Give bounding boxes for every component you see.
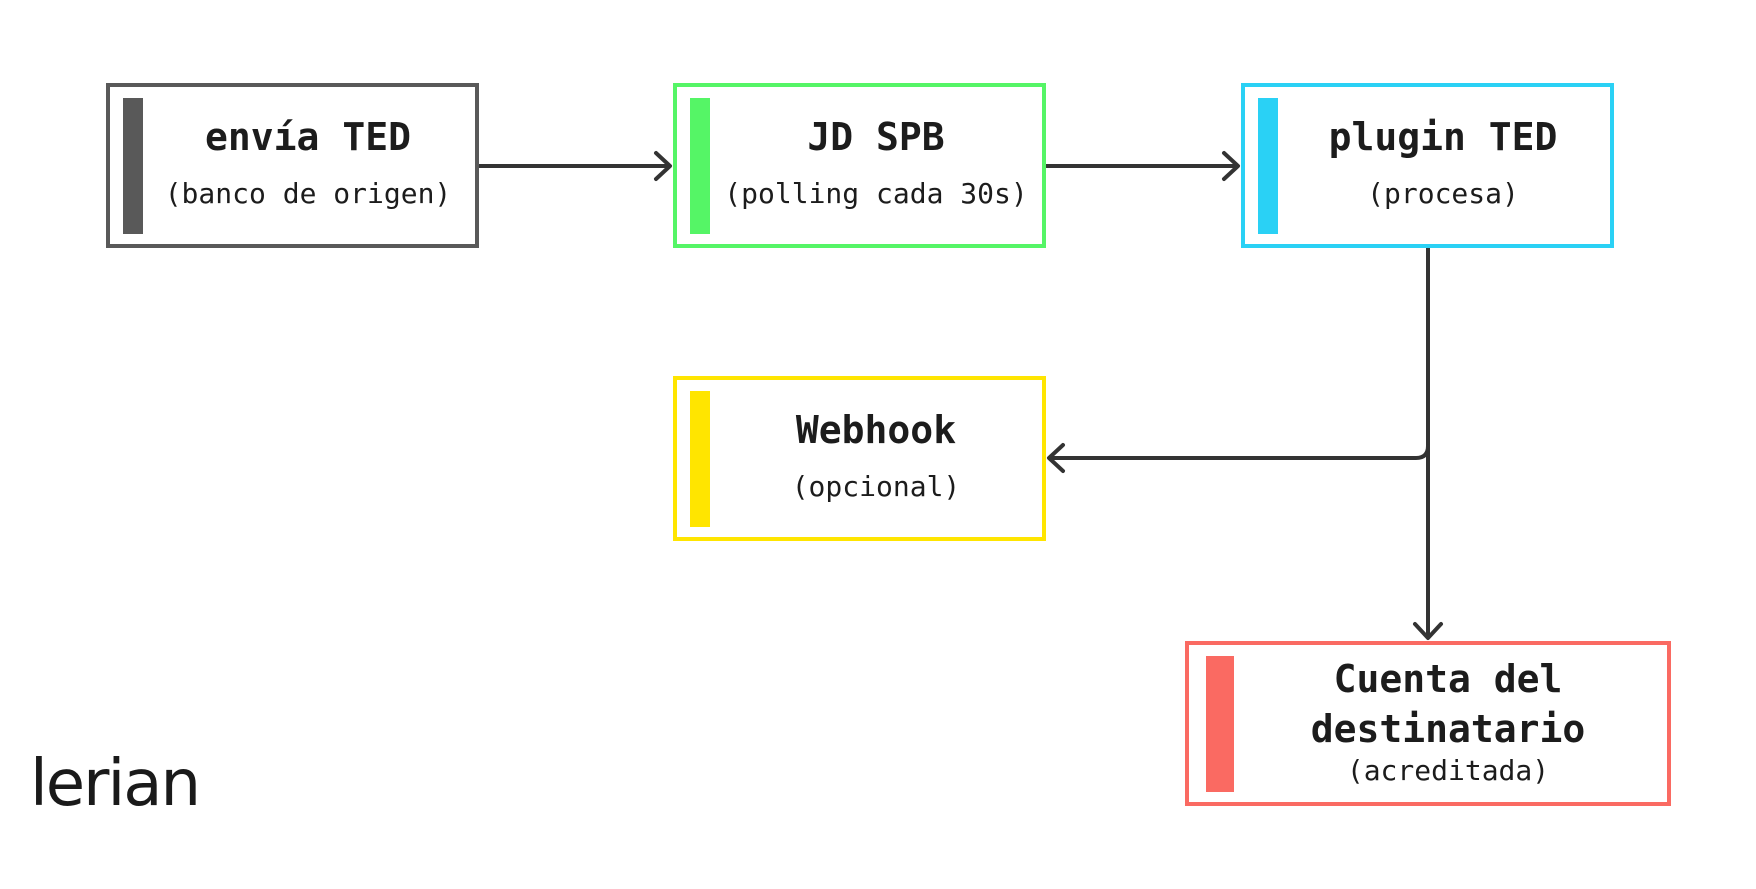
- node-webhook-accent-bar: [690, 391, 710, 527]
- node-jd-spb-border: [673, 83, 1046, 248]
- node-cuenta-title-line2: destinatario: [1311, 707, 1586, 751]
- node-cuenta-title-line1: Cuenta del: [1334, 657, 1563, 701]
- node-webhook-border: [673, 376, 1046, 541]
- node-plugin-ted-accent-bar: [1258, 98, 1278, 234]
- node-cuenta-destinatario: Cuenta del destinatario (acreditada): [1185, 641, 1671, 806]
- node-envia-ted-border: [106, 83, 479, 248]
- node-envia-ted: envía TED (banco de origen): [106, 83, 479, 248]
- node-plugin-ted-subtitle: (procesa): [1367, 177, 1519, 210]
- node-jd-spb: JD SPB (polling cada 30s): [673, 83, 1046, 248]
- node-jd-spb-accent-bar: [690, 98, 710, 234]
- node-webhook-subtitle: (opcional): [792, 470, 961, 503]
- node-envia-ted-accent-bar: [123, 98, 143, 234]
- node-webhook-title: Webhook: [796, 408, 956, 452]
- node-plugin-ted: plugin TED (procesa): [1241, 83, 1614, 248]
- node-webhook: Webhook (opcional): [673, 376, 1046, 541]
- node-jd-spb-subtitle: (polling cada 30s): [724, 177, 1027, 210]
- edge-plugin-to-webhook: [1048, 245, 1430, 460]
- node-plugin-ted-border: [1241, 83, 1614, 248]
- arrowhead-jdspb: [654, 151, 672, 181]
- node-envia-ted-subtitle: (banco de origen): [165, 177, 452, 210]
- node-cuenta-border: [1185, 641, 1671, 806]
- lerian-logo: lerian: [30, 747, 199, 821]
- arrowhead-webhook: [1047, 443, 1065, 473]
- node-jd-spb-title: JD SPB: [807, 115, 944, 159]
- edges: [475, 151, 1443, 640]
- node-plugin-ted-title: plugin TED: [1329, 115, 1558, 159]
- node-cuenta-subtitle: (acreditada): [1347, 754, 1549, 787]
- arrowhead-cuenta: [1413, 622, 1443, 640]
- node-cuenta-accent-bar: [1206, 656, 1234, 792]
- node-envia-ted-title: envía TED: [205, 115, 411, 159]
- arrowhead-plugin: [1222, 151, 1240, 181]
